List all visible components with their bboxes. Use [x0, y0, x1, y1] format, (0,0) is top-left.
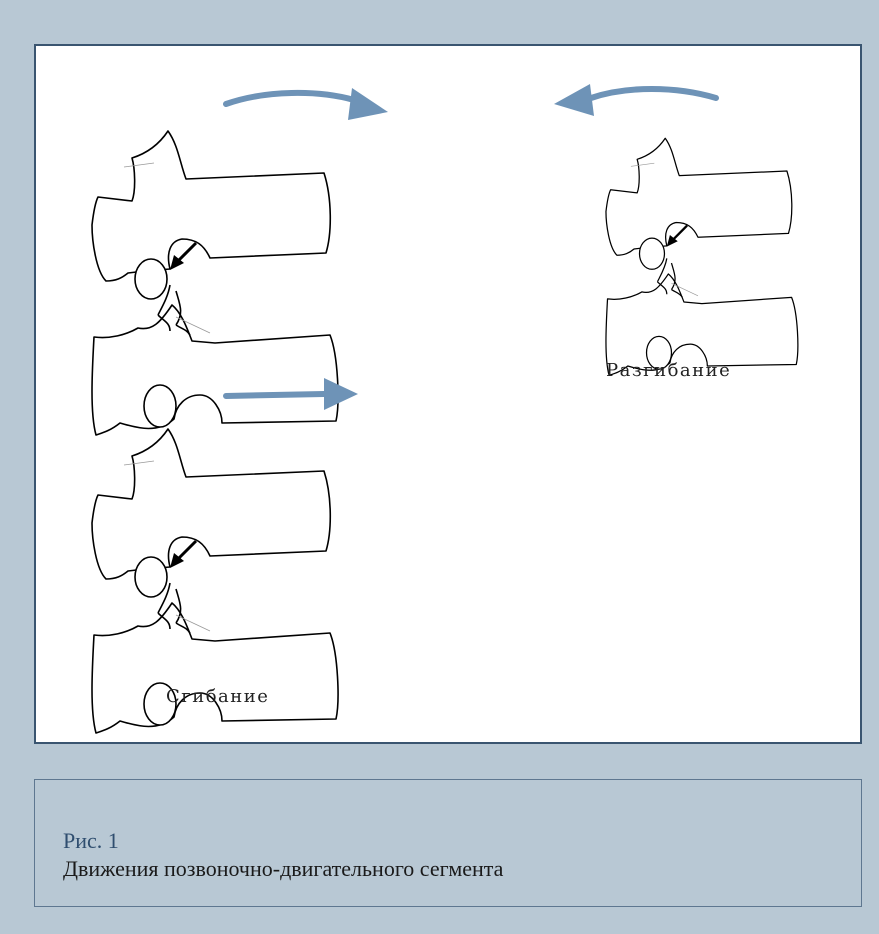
extension-curved-arrow — [554, 84, 716, 116]
figure-caption-text: Движения позвоночно-двигательного сегмен… — [63, 856, 503, 882]
flexion-curved-arrow — [226, 88, 388, 120]
figure-frame: Сгибание Разгибание — [34, 44, 862, 744]
flexion-segment-upper — [92, 131, 338, 435]
vertebra-diagram — [36, 46, 860, 742]
figure-number: Рис. 1 — [63, 828, 119, 854]
extension-label: Разгибание — [606, 360, 731, 381]
extension-segment — [606, 138, 798, 375]
flexion-label: Сгибание — [166, 686, 269, 707]
figure-caption: Рис. 1 Движения позвоночно-двигательного… — [34, 779, 862, 907]
